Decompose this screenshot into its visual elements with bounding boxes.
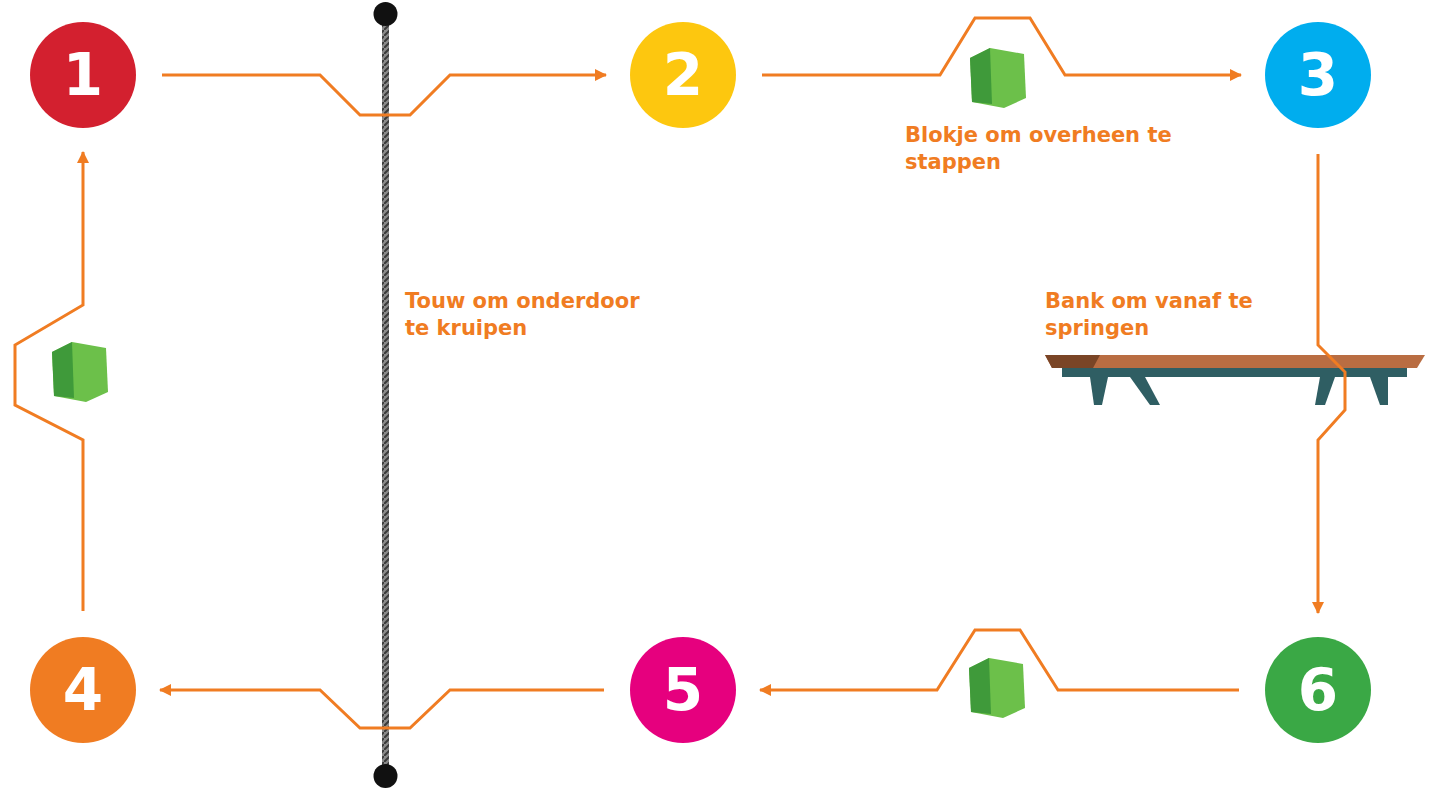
route-arrow (1318, 154, 1345, 613)
rope (374, 2, 398, 788)
obstacle-note: Touw om onderdoor te kruipen (405, 288, 665, 342)
station-circle: 1 (30, 22, 136, 128)
station-number: 2 (663, 46, 703, 104)
route-arrow (15, 152, 83, 611)
bench-leg (1315, 377, 1335, 405)
rope-post (374, 2, 398, 26)
station-circle: 4 (30, 637, 136, 743)
station-number: 1 (63, 46, 103, 104)
station-number: 4 (63, 661, 103, 719)
bench-top (1045, 355, 1425, 368)
obstacle-note: Blokje om overheen te stappen (905, 122, 1195, 176)
rope-line (382, 14, 389, 776)
route-arrow (162, 75, 606, 115)
route-arrow (160, 690, 604, 728)
bench-rail (1062, 368, 1407, 377)
rope-post (374, 764, 398, 788)
step-block (970, 48, 1026, 108)
step-block (969, 658, 1025, 718)
station-circle: 6 (1265, 637, 1371, 743)
station-number: 5 (663, 661, 703, 719)
bench-leg (1090, 377, 1108, 405)
bench-leg (1370, 377, 1388, 405)
station-circle: 3 (1265, 22, 1371, 128)
obstacle-note: Bank om vanaf te springen (1045, 288, 1305, 342)
route-arrow (760, 630, 1239, 690)
station-circle: 5 (630, 637, 736, 743)
step-block (52, 342, 108, 402)
route-arrow (762, 18, 1241, 75)
bench-leg (1130, 377, 1160, 405)
station-number: 3 (1298, 46, 1338, 104)
station-circle: 2 (630, 22, 736, 128)
station-number: 6 (1298, 661, 1338, 719)
bench (1045, 355, 1425, 405)
bench-top-end (1045, 355, 1100, 368)
